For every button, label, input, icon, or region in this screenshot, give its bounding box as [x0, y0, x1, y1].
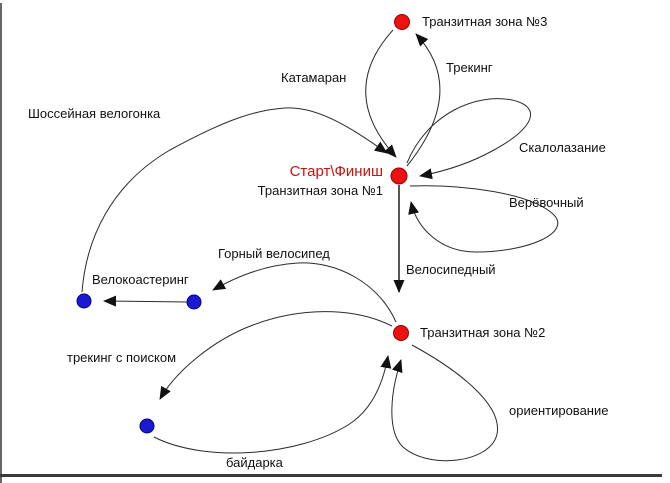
edge-road-cycling-race: [81, 107, 388, 293]
label-trekking-with-search: трекинг с поиском: [67, 350, 177, 365]
node-trekking-search: [139, 418, 155, 434]
label-katamaran: Катамаран: [281, 70, 347, 85]
label-orienteering: ориентирование: [509, 403, 609, 418]
label-trekking: Трекинг: [446, 60, 493, 75]
node-transit-zone-2: [393, 325, 409, 341]
label-start-finish: Старт\Финиш: [289, 163, 383, 180]
node-transit-zone-1: [390, 167, 408, 185]
edge-kayak: [153, 355, 392, 454]
edge-orienteering: [391, 344, 498, 462]
node-velokoastering-end: [76, 293, 92, 309]
frame-left-border: [0, 3, 2, 483]
edge-trekking: [406, 33, 441, 167]
edge-katamaran: [365, 29, 397, 158]
label-transit-zone-1: Транзитная зона №1: [257, 183, 383, 198]
label-kayak: байдарка: [226, 455, 283, 470]
label-cycling: Велосипедный: [406, 262, 496, 277]
frame-bottom-border: [0, 474, 662, 477]
label-transit-zone-2: Транзитная зона №2: [420, 325, 546, 340]
label-velokoastering: Велокоастеринг: [92, 272, 189, 287]
edge-trekking-with-search: [159, 311, 393, 400]
node-velokoastering-start: [186, 294, 202, 310]
edge-velokoastering: [103, 295, 188, 307]
label-rock-climbing: Скалолазание: [519, 140, 606, 155]
label-road-cycling-race: Шоссейная велогонка: [28, 106, 161, 121]
label-transit-zone-3: Транзитная зона №3: [422, 14, 548, 29]
edge-mountain-bike: [212, 262, 397, 323]
edge-rock-climbing: [406, 98, 531, 180]
edge-rope-course: [408, 185, 559, 253]
label-mountain-bike: Горный велосипед: [218, 246, 330, 261]
label-rope-course: Верёвочный: [509, 195, 584, 210]
node-transit-zone-3: [394, 14, 410, 30]
